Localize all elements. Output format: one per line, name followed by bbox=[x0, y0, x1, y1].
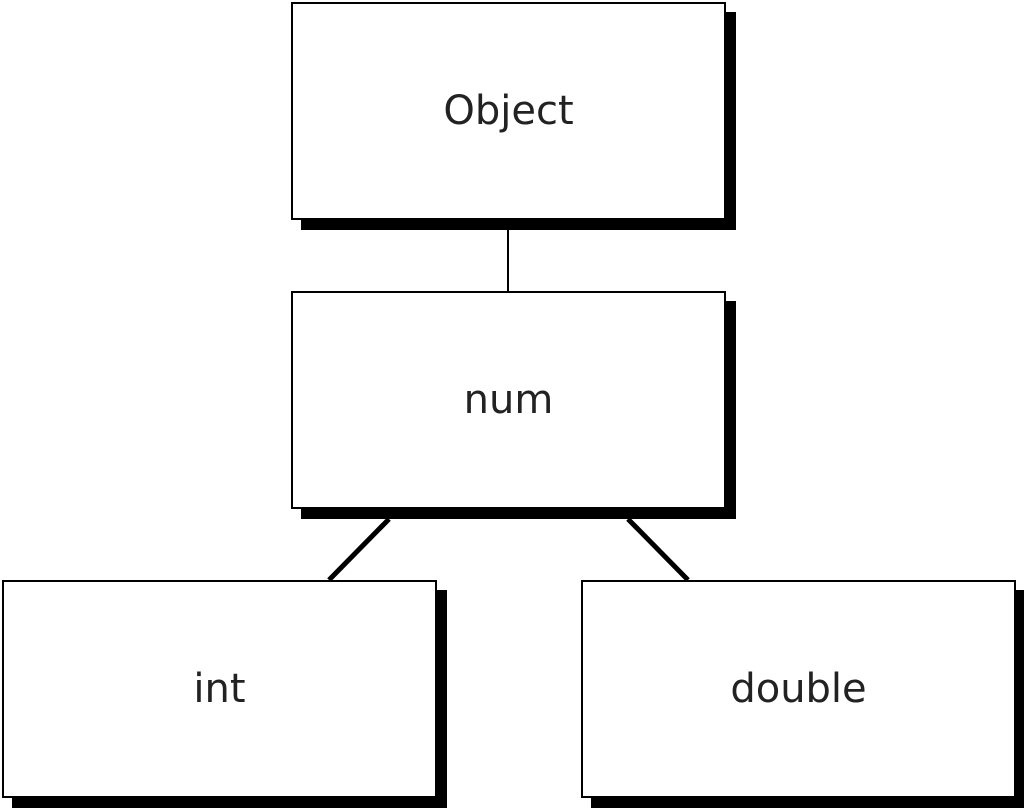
class-node-double-label: double bbox=[730, 666, 867, 712]
class-node-num: num bbox=[291, 291, 726, 509]
class-node-double: double bbox=[581, 580, 1016, 798]
class-node-object-label: Object bbox=[443, 88, 574, 134]
class-node-num-label: num bbox=[463, 377, 554, 423]
class-node-int-label: int bbox=[193, 666, 246, 712]
class-node-object: Object bbox=[291, 2, 726, 220]
class-node-int: int bbox=[2, 580, 437, 798]
edge-double-to-num bbox=[626, 517, 690, 582]
edge-int-to-num bbox=[327, 517, 391, 582]
